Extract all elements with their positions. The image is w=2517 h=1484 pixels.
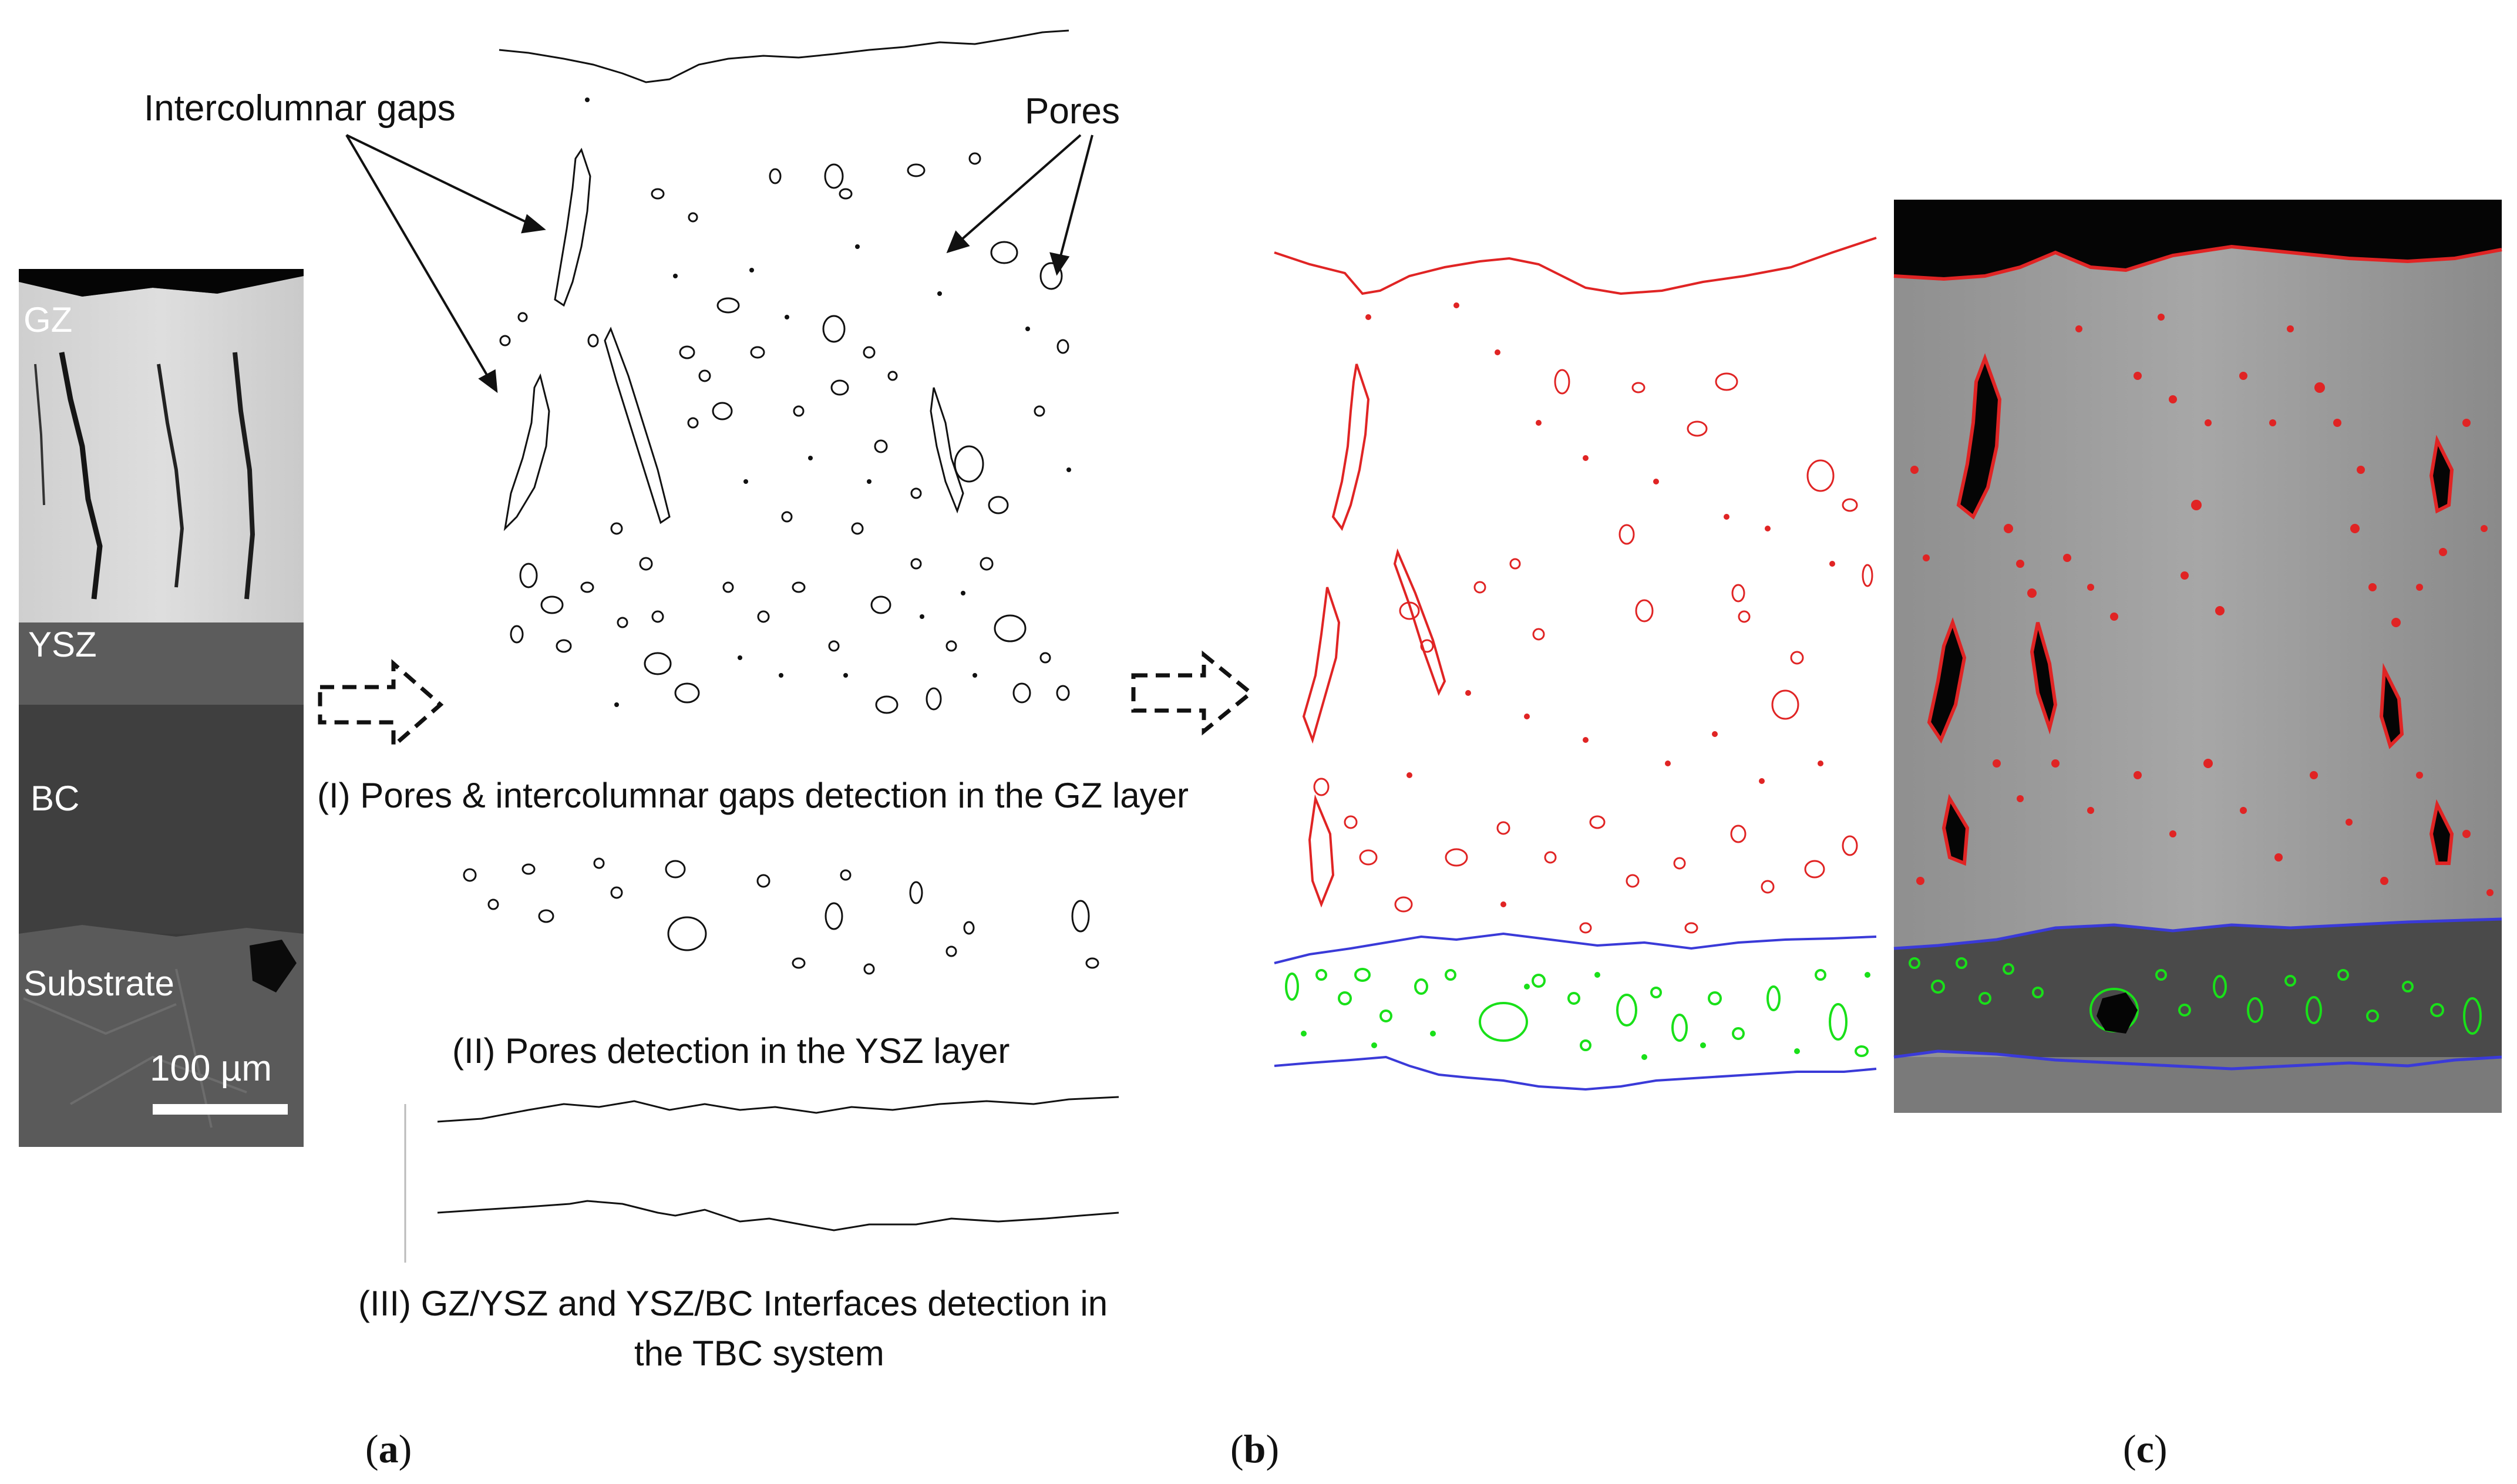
svg-text:(c): (c) — [2123, 1426, 2168, 1471]
bc-layer-region — [19, 705, 304, 934]
gz-ysz-interface-blue — [1274, 932, 1877, 964]
gz-ysz-interface-blue — [1893, 917, 2502, 950]
ysz-bc-interface-line — [437, 1200, 1119, 1231]
ysz-bc-interface-blue — [1274, 1055, 1877, 1091]
gz-layer-region — [19, 276, 304, 622]
scale-bar-label: 100 µm — [150, 1048, 272, 1089]
ysz-layer-region — [19, 622, 304, 705]
gz-pore-dots — [585, 97, 1071, 707]
layer-label-substrate: Substrate — [23, 964, 174, 1003]
gz-surface-contour — [499, 29, 1069, 83]
mount-epoxy-region — [19, 269, 304, 297]
ysz-pore-group — [463, 857, 1099, 975]
caption-c: (c) — [2123, 1426, 2168, 1471]
annotation-arrows — [345, 134, 1093, 393]
ysz-pore-group-green — [1285, 968, 1869, 1057]
step-3-caption-line2: the TBC system — [634, 1334, 884, 1373]
gz-pore-dots-red — [1365, 302, 1835, 907]
ysz-bc-interface-blue — [1893, 1049, 2502, 1071]
substrate-region — [19, 925, 304, 1147]
intercolumnar-gap-overlay — [2030, 622, 2058, 735]
mount-epoxy-region — [1894, 200, 2502, 279]
substrate-pore — [250, 940, 297, 992]
caption-a: (a) — [365, 1426, 412, 1471]
intercolumnar-gap-overlay — [2429, 435, 2454, 514]
gz-pore-dots-red-overlay — [1910, 314, 2494, 896]
ysz-layer-region — [1894, 919, 2502, 1069]
step-2-caption: (II) Pores detection in the YSZ layer — [452, 1031, 1010, 1071]
panel-a-micrograph: GZ YSZ BC Substrate 100 µm — [19, 269, 304, 1147]
intercolumnar-gap-overlay — [2429, 799, 2454, 865]
dashed-arrow-a-to-b — [318, 659, 444, 751]
intercolumnar-gap-overlay — [1941, 793, 1970, 866]
intercolumnar-gap-contour — [503, 373, 550, 531]
intercolumnar-gap-overlay — [1927, 617, 1967, 744]
panel-b-detection-steps: Intercolumnar gaps Pores (I) Pores & int… — [144, 29, 1189, 1373]
intercolumnar-gap-contour — [604, 327, 671, 524]
gz-pore-group — [499, 152, 1070, 714]
svg-text:(b): (b) — [1230, 1426, 1279, 1471]
intercolumnar-gap-overlay — [1956, 353, 2002, 520]
panel-b-combined-detection — [1274, 237, 1877, 1091]
step-1-caption: (I) Pores & intercolumnar gaps detection… — [317, 776, 1189, 815]
intercolumnar-gap-contour — [554, 147, 591, 307]
intercolumnar-gap-contour — [930, 387, 964, 514]
intercolumnar-gap-contour-red — [1302, 587, 1341, 744]
annotation-pores: Pores — [1025, 91, 1120, 132]
layer-label-bc: BC — [31, 779, 79, 818]
gz-ysz-interface-line — [437, 1096, 1119, 1123]
gz-pore-group-red — [1313, 369, 1873, 934]
intercolumnar-gap-contour-red — [1308, 794, 1335, 908]
gz-crack — [59, 352, 103, 600]
gz-surface-contour-red — [1893, 244, 2502, 281]
layer-label-ysz: YSZ — [28, 625, 97, 664]
intercolumnar-gap-overlay — [2379, 662, 2404, 749]
gz-crack — [233, 352, 255, 600]
gz-crack — [157, 364, 184, 588]
step-3-caption-line1: (III) GZ/YSZ and YSZ/BC Interfaces detec… — [358, 1284, 1108, 1323]
annotation-intercolumnar-gaps: Intercolumnar gaps — [144, 88, 456, 129]
intercolumnar-gap-contour-red — [1331, 364, 1370, 531]
scale-bar — [153, 1104, 288, 1115]
intercolumnar-gap-contour-red — [1393, 548, 1446, 696]
dashed-arrow-b-to-c — [1131, 650, 1254, 736]
gz-surface-contour-red — [1274, 237, 1877, 295]
ysz-large-pore-overlay — [2097, 992, 2138, 1034]
caption-b: (b) — [1230, 1426, 1279, 1471]
svg-text:(a): (a) — [365, 1426, 412, 1471]
ysz-pore-dots-green — [1301, 972, 1870, 1060]
panel-c-overlay-micrograph — [1893, 200, 2502, 1113]
layer-label-gz: GZ — [23, 300, 72, 339]
